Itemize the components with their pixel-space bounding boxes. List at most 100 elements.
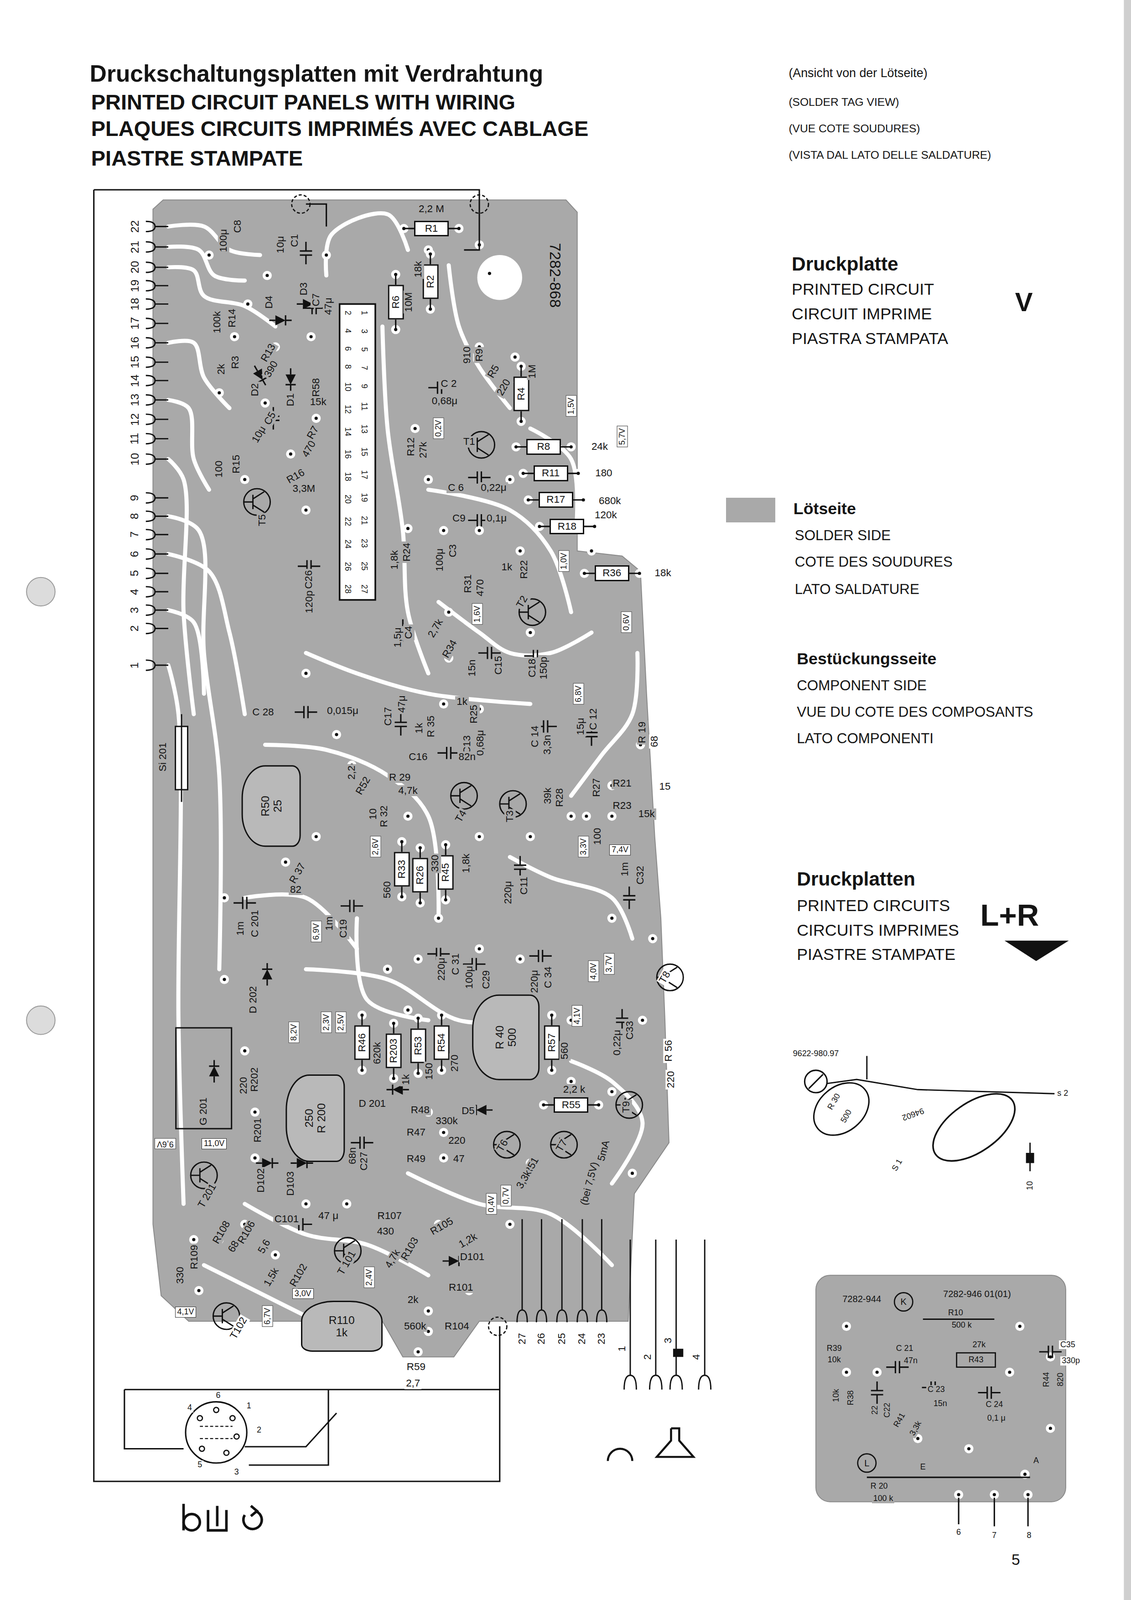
part-name: R54 xyxy=(435,1032,448,1052)
part-label: R58 xyxy=(310,376,322,399)
part-name: 250 xyxy=(302,1108,316,1127)
part-name: 2,3V xyxy=(321,1013,332,1031)
pin-number: 19 xyxy=(128,277,141,293)
part-label: 10M xyxy=(403,290,415,314)
part-name: 0,4V xyxy=(487,1194,497,1212)
ic-body xyxy=(339,303,376,600)
section-heading: COTE DES SOUDURES xyxy=(793,554,955,570)
resistor-box: R46 xyxy=(354,1024,371,1060)
part-label: C29 xyxy=(480,968,493,990)
resistor-box: R203 xyxy=(385,1032,402,1068)
part-label: R9 xyxy=(473,347,486,364)
legend-text: Lötseite xyxy=(793,499,857,518)
inset-part-label: 8 xyxy=(1025,1530,1033,1540)
title-line: PLAQUES CIRCUITS IMPRIMÉS AVEC CABLAGE xyxy=(89,116,590,141)
part-label: R 37 xyxy=(286,859,309,887)
inset-part-label: 7 xyxy=(990,1530,998,1540)
small-board-wiring xyxy=(857,1291,1031,1526)
part-label: T7 xyxy=(553,1136,571,1155)
part-name: 2,6V xyxy=(370,838,380,856)
part-label: R25 xyxy=(468,703,481,725)
resistor-box: R33 xyxy=(394,851,410,887)
part-label: T9 xyxy=(620,1099,633,1114)
inset-part-label: 7282-944 xyxy=(840,1293,883,1304)
part-label: T4 xyxy=(452,806,470,825)
part-label: 39k xyxy=(542,785,554,805)
part-label: C33 xyxy=(624,1019,637,1041)
section-heading: Druckplatten xyxy=(795,868,917,890)
part-label: 18k xyxy=(653,567,673,579)
pin-number: 3 xyxy=(128,605,141,615)
part-label: 560 xyxy=(381,879,394,899)
part-label: R22 xyxy=(518,558,530,580)
connector-icon xyxy=(183,1503,262,1530)
pin-number: 4 xyxy=(128,586,141,597)
potentiometer: R5025 xyxy=(241,764,301,847)
inset-part-label: 22 xyxy=(870,1403,880,1416)
part-label: 18k xyxy=(412,259,425,279)
part-label: 1m xyxy=(323,914,336,932)
resistor-box: R17 xyxy=(538,491,574,508)
part-label: 1,2k xyxy=(455,1229,481,1251)
resistor-box: R6 xyxy=(387,284,404,320)
part-name: 500 xyxy=(505,1027,519,1047)
voltage-box: 0,7V xyxy=(500,1184,512,1206)
part-label: 100 xyxy=(213,459,225,479)
transistor-symbol xyxy=(190,431,684,1329)
part-name: 1k xyxy=(335,1325,348,1339)
capacitor-symbol xyxy=(233,241,1062,1404)
part-label: 68n xyxy=(347,1145,359,1166)
part-name: R36 xyxy=(602,567,622,579)
title-line: PIASTRE STAMPATE xyxy=(89,146,305,171)
inset-part-label: 500 k xyxy=(950,1320,974,1330)
inset-part-label: s 2 xyxy=(1055,1088,1070,1098)
voltage-box: 0,4V xyxy=(486,1192,498,1215)
part-label: 1k xyxy=(500,561,514,573)
pin-number: 13 xyxy=(128,392,141,408)
part-label: 220 xyxy=(665,1068,677,1089)
terminal-number: 25 xyxy=(556,1331,568,1346)
part-label: 330 xyxy=(430,852,442,873)
legend-swatch xyxy=(726,497,775,523)
terminal-number: 26 xyxy=(535,1331,548,1346)
part-label: 2,2 xyxy=(346,763,358,781)
board-number: 7282-868 xyxy=(546,241,564,310)
part-label: R 32 xyxy=(378,803,391,828)
part-label: C7 xyxy=(310,291,322,308)
part-label: 680k xyxy=(597,495,623,507)
inset-part-label: R 20 xyxy=(869,1481,890,1491)
part-label: R5 xyxy=(484,361,503,381)
part-label: 620k xyxy=(371,1040,384,1066)
part-label: 1m xyxy=(619,860,632,878)
part-label: C18 xyxy=(526,657,539,679)
part-label: R12 xyxy=(405,435,417,458)
part-label: 5,6 xyxy=(254,1235,274,1256)
voltage-box: 4,1V xyxy=(571,1005,583,1027)
part-label: T3 xyxy=(504,808,516,824)
part-label: C 31 xyxy=(450,951,462,976)
part-label: 68 xyxy=(648,734,661,749)
part-name: 25 xyxy=(271,799,284,812)
resistor-box: R11 xyxy=(533,465,569,482)
part-label: 15 xyxy=(658,780,673,793)
part-label: D 201 xyxy=(357,1097,388,1110)
part-label: 47 μ xyxy=(316,1209,340,1222)
part-label: 24k xyxy=(590,440,610,453)
part-label: R104 xyxy=(443,1320,471,1332)
inset-part-label: 94602 xyxy=(899,1105,927,1123)
part-label: 15μ xyxy=(574,715,587,737)
part-label: C8 xyxy=(232,218,244,235)
part-label: T6 xyxy=(494,1136,512,1155)
rectifier-box: G 201 xyxy=(175,1027,233,1130)
part-label: D4 xyxy=(263,294,275,311)
part-label: 82n xyxy=(457,751,478,763)
socket-pin: 2 xyxy=(255,1425,263,1435)
part-label: 220μ xyxy=(435,955,448,982)
part-label: R28 xyxy=(554,786,566,809)
part-label: T8 xyxy=(656,967,674,986)
resistor-box: R1 xyxy=(414,220,449,237)
page-title: Druckschaltungsplatten mit Verdrahtung xyxy=(89,60,544,87)
part-name: R203 xyxy=(388,1038,400,1063)
inset-part-label: 10k xyxy=(826,1354,843,1365)
terminal-number: 1 xyxy=(616,1343,628,1353)
